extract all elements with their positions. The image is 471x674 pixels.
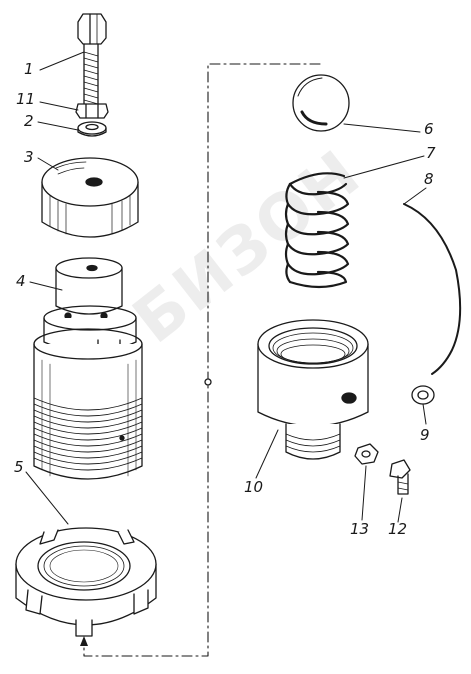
- callout-6: 6: [424, 120, 434, 138]
- part-11-nut: [75, 103, 109, 119]
- part-13-hex-nut: [354, 443, 379, 465]
- callout-1: 1: [24, 60, 34, 78]
- arrow-head-icon: [80, 636, 88, 646]
- part-3-cap: [41, 157, 139, 238]
- callout-12: 12: [388, 520, 408, 538]
- leader-lines: [25, 51, 427, 525]
- callout-9: 9: [420, 426, 430, 444]
- part-4-body: [33, 257, 143, 480]
- callout-3: 3: [24, 148, 34, 166]
- part-5-ring-nut: [15, 527, 157, 637]
- callout-4: 4: [16, 272, 26, 290]
- line-junction-dot: [204, 378, 212, 386]
- callout-8: 8: [424, 170, 434, 188]
- callout-5: 5: [14, 458, 24, 476]
- callout-2: 2: [24, 112, 34, 130]
- assembly-path-line: [83, 63, 321, 657]
- callout-13: 13: [350, 520, 370, 538]
- callout-10: 10: [244, 478, 264, 496]
- part-12-screw: [389, 459, 411, 495]
- callout-7: 7: [426, 144, 436, 162]
- part-10-sleeve: [257, 319, 369, 460]
- part-1-bolt: [77, 13, 107, 113]
- part-9-ring: [411, 385, 435, 405]
- body-thread-lines: [33, 397, 143, 471]
- part-8-wire: [403, 203, 462, 375]
- part-6-ball: [292, 74, 350, 132]
- part-7-spring: [284, 172, 350, 289]
- part-2-washer: [77, 121, 107, 137]
- callout-11: 11: [16, 90, 36, 108]
